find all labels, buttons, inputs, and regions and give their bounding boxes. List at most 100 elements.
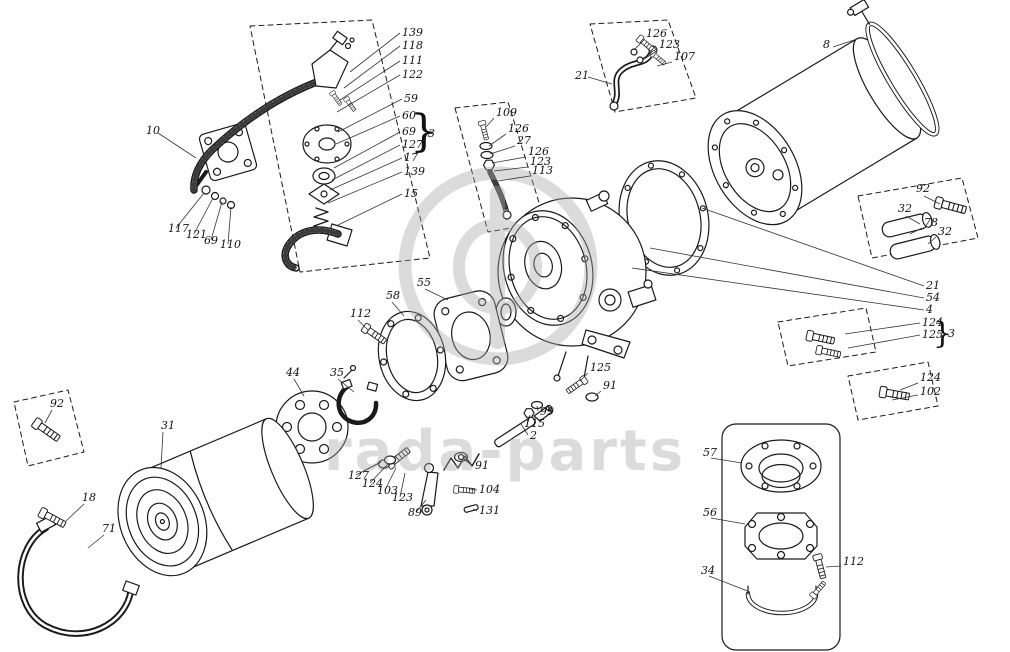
leader-line (391, 301, 405, 317)
part-number: 71 (102, 522, 116, 535)
bracket-assembly (609, 34, 668, 111)
main-housing (495, 190, 657, 384)
leader-line (65, 503, 85, 522)
leader-line (415, 499, 427, 513)
watermark-logo-bar (490, 186, 505, 349)
leader-line (157, 132, 197, 159)
part-number: 139 (402, 26, 423, 39)
leader-line (520, 423, 529, 436)
leader-line (335, 115, 401, 145)
gasket-ring (377, 310, 447, 402)
part-number: 118 (402, 39, 423, 52)
leader-line (493, 166, 529, 172)
part-number: 3 (948, 327, 955, 340)
leader-line (343, 45, 401, 89)
leader-line (87, 534, 105, 549)
part-number: 126 (646, 27, 667, 40)
part-number: 123 (392, 491, 413, 504)
part-number: 127 (348, 469, 369, 482)
part-number: 44 (285, 366, 300, 379)
part-number: 109 (496, 106, 517, 119)
leader-line (44, 409, 53, 424)
part-number: 35 (330, 366, 344, 379)
watermark-text: rada-parts (324, 419, 686, 484)
leader-line (357, 319, 369, 331)
part-number: 8 (823, 38, 830, 51)
part-number: 117 (168, 222, 189, 235)
part-number: 32 (898, 202, 912, 215)
part-number: 78 (924, 216, 938, 229)
part-number: 92 (916, 182, 930, 195)
clamp-band (745, 579, 828, 616)
leader-line (899, 382, 919, 391)
part-number: 115 (524, 417, 545, 430)
leader-line (708, 575, 751, 593)
part-number: 34 (701, 564, 715, 577)
tank-clamp (846, 0, 940, 137)
part-number: 4 (925, 303, 933, 316)
leader-line (579, 372, 589, 382)
part-number: 27 (516, 134, 531, 147)
part-number: 124 (920, 371, 941, 384)
part-number: 103 (377, 484, 398, 497)
leader-line (399, 472, 406, 498)
part-number: 31 (161, 419, 175, 432)
leader-line (909, 227, 923, 235)
leader-line (210, 201, 223, 241)
leader-line (472, 508, 478, 512)
leader-line (336, 74, 401, 113)
part-number: 121 (186, 228, 207, 241)
fitting-group (477, 119, 512, 220)
part-number: 57 (703, 446, 717, 459)
leader-line (656, 61, 673, 67)
part-number: 60 (402, 109, 416, 122)
part-number: 21 (925, 279, 940, 292)
leader-line (923, 195, 941, 205)
leader-line (633, 39, 645, 51)
leader-line (337, 98, 403, 133)
leader-line (335, 193, 403, 227)
leader-line (847, 334, 921, 349)
part-number: 91 (603, 379, 617, 392)
part-number: 91 (475, 459, 489, 472)
part-number: 131 (479, 504, 500, 517)
leader-line (631, 267, 925, 311)
leader-line (488, 133, 507, 147)
part-number: 122 (402, 68, 423, 81)
part-number: 126 (508, 122, 529, 135)
leader-line (424, 288, 449, 301)
part-number: 139 (404, 165, 425, 178)
part-number: 112 (843, 555, 864, 568)
part-number: 113 (532, 164, 553, 177)
part-number: 59 (404, 92, 418, 105)
watermark-logo-ring (398, 166, 598, 366)
leader-line (160, 431, 164, 469)
part-number: 55 (417, 276, 431, 289)
part-number: 123 (530, 155, 551, 168)
leader-line (491, 156, 527, 164)
leader-line (384, 467, 397, 491)
hex-gasket (744, 512, 818, 560)
part-number: 56 (703, 506, 717, 519)
leader-line (497, 175, 531, 182)
part-number: 111 (402, 54, 423, 67)
elbow-fitting (311, 49, 349, 89)
part-number: 107 (674, 50, 695, 63)
diagram-line-art (13, 0, 979, 651)
band-clamp (17, 506, 140, 637)
part-number: 112 (350, 307, 371, 320)
part-number: 10 (146, 124, 160, 137)
cover-stack (281, 89, 358, 272)
part-number: 89 (408, 506, 422, 519)
leader-line (594, 390, 602, 397)
part-number: 2 (529, 429, 537, 442)
leader-line (463, 458, 474, 467)
part-number: 124 (362, 477, 383, 490)
part-number: 32 (938, 225, 952, 238)
leader-line (927, 236, 937, 245)
leader-line (701, 207, 925, 287)
part-number: 99 (540, 405, 554, 418)
leader-line (329, 157, 403, 191)
